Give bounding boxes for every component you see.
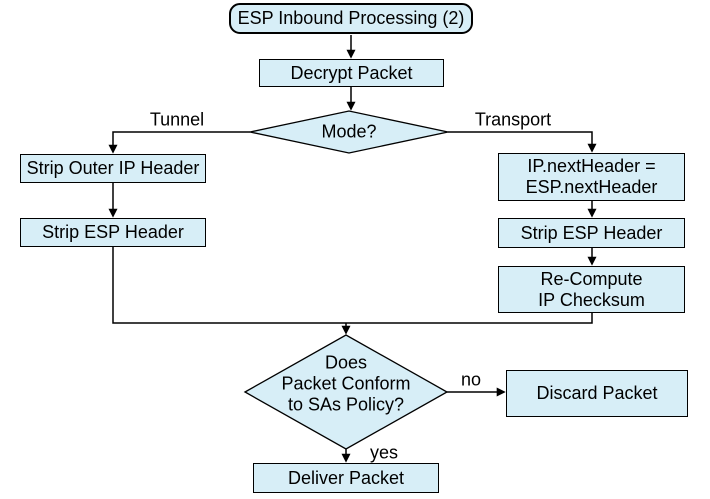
edge-merge-branches [112,247,593,324]
node-decrypt-packet-label: Decrypt Packet [290,62,413,83]
node-strip-outer-ip-header-label: Strip Outer IP Header [26,158,200,178]
node-ip-nextheader: IP.nextHeader = ESP.nextHeader [498,153,685,201]
node-strip-esp-header-transport-label: Strip ESP Header [520,222,663,243]
node-recompute-ip-checksum: Re-Compute IP Checksum [498,266,685,313]
node-recompute-ip-checksum-label: Re-Compute IP Checksum [538,268,645,310]
node-deliver-packet-label: Deliver Packet [287,467,405,488]
edge-label-tunnel: Tunnel [149,109,205,130]
policy-diamond-shape [243,334,449,450]
edge-label-transport: Transport [474,109,552,130]
node-strip-esp-header-tunnel-label: Strip ESP Header [42,222,184,242]
node-discard-packet-label: Discard Packet [536,383,658,403]
edge-label-yes: yes [369,442,399,463]
mode-diamond-shape [249,110,449,154]
node-discard-packet: Discard Packet [506,370,688,417]
node-policy-check-label: Does Packet Conform to SAs Policy? [281,352,411,415]
node-deliver-packet: Deliver Packet [253,463,439,493]
node-strip-esp-header-transport: Strip ESP Header [498,218,685,248]
edge-mode-transport [448,131,597,153]
node-decrypt-packet: Decrypt Packet [259,59,444,87]
node-ip-nextheader-label: IP.nextHeader = ESP.nextHeader [525,156,658,197]
node-strip-outer-ip-header: Strip Outer IP Header [20,154,206,183]
node-mode-label: Mode? [321,121,377,142]
edge-label-no: no [460,369,482,390]
node-strip-esp-header-tunnel: Strip ESP Header [20,218,206,247]
edge-mode-tunnel [108,131,250,154]
node-esp-inbound-processing: ESP Inbound Processing (2) [229,3,473,34]
node-esp-inbound-processing-label: ESP Inbound Processing (2) [237,8,465,28]
